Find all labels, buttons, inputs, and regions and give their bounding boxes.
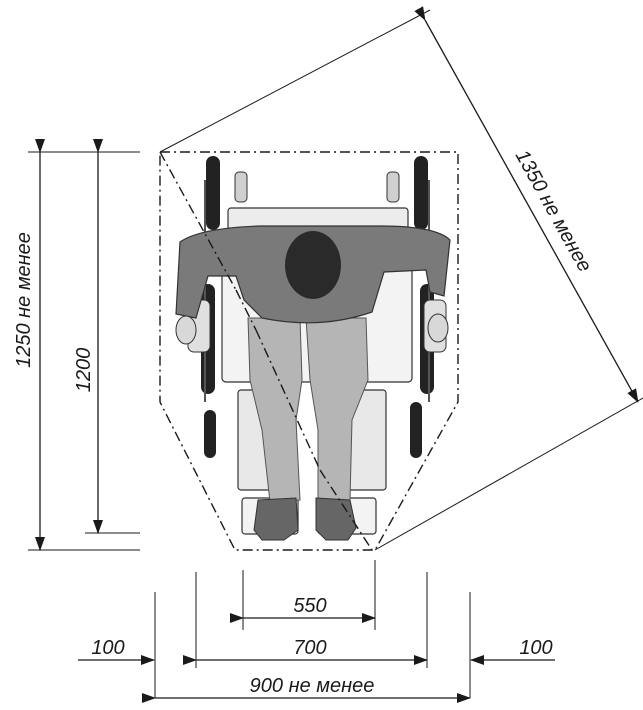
dimension-900-label: 900 не менее [250, 675, 375, 697]
dimension-100-left: 100 [78, 637, 155, 665]
dimension-700: 700 [183, 637, 428, 665]
occupancy-outline [159, 151, 459, 551]
dimension-700-label: 700 [293, 637, 326, 659]
dimension-900: 900 не менее [142, 675, 471, 703]
dimension-1350-label: 1350 не менее [511, 146, 596, 275]
dimension-100-left-label: 100 [91, 637, 124, 659]
dimension-100-right: 100 [470, 637, 555, 665]
dimension-1250-label: 1250 не менее [13, 232, 35, 368]
dimension-550-label: 550 [293, 595, 326, 617]
dimension-1250: 1250 не менее [13, 139, 140, 551]
dimension-550: 550 [230, 595, 376, 623]
dimension-1200: 1200 [73, 139, 140, 534]
dimension-100-right-label: 100 [519, 637, 552, 659]
dimension-1200-label: 1200 [73, 348, 95, 393]
wheelchair-user-illustration [175, 156, 451, 541]
